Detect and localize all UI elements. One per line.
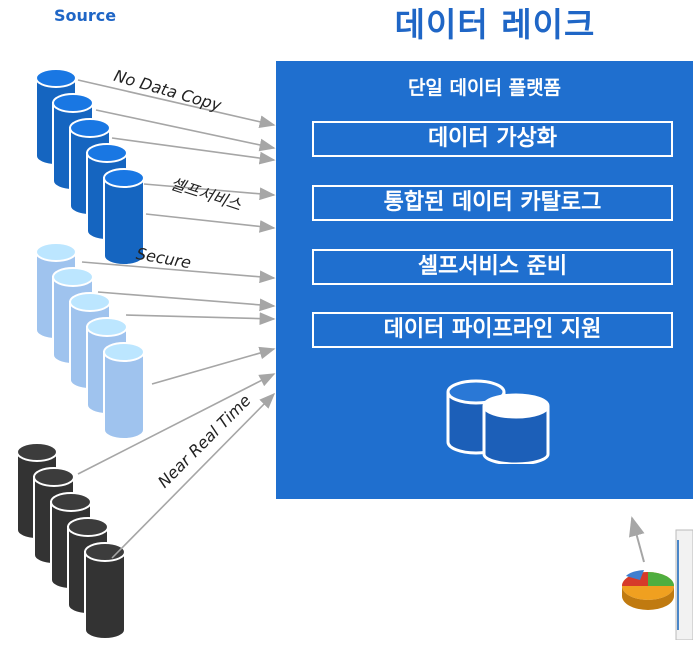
page-title: 데이터 레이크: [394, 5, 596, 44]
flow-arrow: [77, 79, 276, 129]
analytics-chart-icon: [622, 516, 693, 640]
flow-arrow: [125, 312, 276, 326]
single-data-platform: 단일 데이터 플랫폼 데이터 가상화 통합된 데이터 카탈로그 셀프서비스 준비…: [276, 61, 693, 499]
flow-arrow: [95, 109, 276, 152]
flow-arrow: [97, 291, 276, 312]
feature-data-virtualization: 데이터 가상화: [312, 121, 673, 157]
source-label: Source: [54, 6, 117, 25]
source-database-stacks: [16, 68, 145, 640]
platform-title: 단일 데이터 플랫폼: [407, 77, 562, 99]
feature-data-pipeline: 데이터 파이프라인 지원: [312, 312, 673, 348]
flow-arrow: [145, 213, 276, 233]
data-flow-arrows: [77, 79, 276, 559]
database-dark-5: [84, 542, 126, 640]
flow-arrow: [81, 261, 276, 284]
flow-arrow: [111, 392, 276, 559]
flow-arrow: [111, 137, 276, 165]
flow-arrow: [151, 346, 276, 385]
database-light-blue-5: [103, 342, 145, 440]
feature-self-service: 셀프서비스 준비: [312, 249, 673, 285]
flow-arrow: [77, 373, 276, 475]
feature-data-catalog: 통합된 데이터 카탈로그: [312, 185, 673, 221]
flow-arrow: [143, 183, 276, 201]
database-stack-icon: [446, 379, 550, 464]
